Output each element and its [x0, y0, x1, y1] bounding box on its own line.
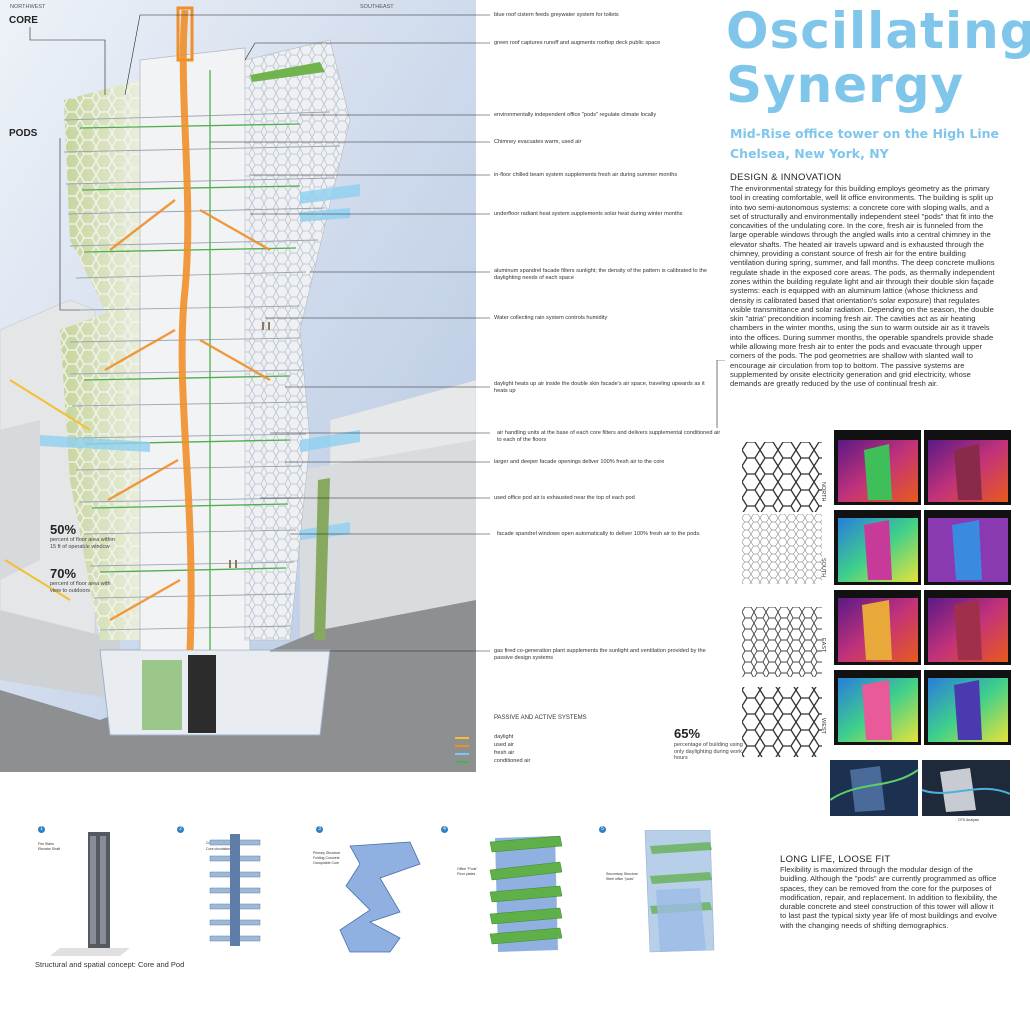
concept-5-label-a: Secondary Structure — [606, 872, 638, 876]
annotation-cogeneration: gas fired co-generation plant supplement… — [494, 648, 706, 661]
annotation-blue-roof: blue roof cistern feeds greywater system… — [494, 12, 619, 18]
concept-step-5: 5 — [599, 826, 606, 833]
legend-title: PASSIVE AND ACTIVE SYSTEMS — [494, 715, 587, 721]
stat-50-label: percent of floor area within 15 ft of op… — [50, 537, 115, 550]
concept-5-label-b: Steel office "pods" — [606, 877, 635, 881]
annotation-green-roof: green roof captures runoff and augments … — [494, 40, 661, 46]
annotation-double-skin: daylight heats up air inside the double … — [494, 381, 705, 394]
annotation-radiant-heat: underfloor radiant heat system supplemen… — [494, 211, 683, 217]
leader-lines — [29, 14, 490, 652]
annotation-spandrel: aluminum spandrel facade filters sunligh… — [494, 268, 707, 281]
design-heading: DESIGN & INNOVATION — [730, 172, 842, 183]
orientation-north: NORTH — [820, 482, 826, 502]
concept-step-4: 4 — [441, 826, 448, 833]
concept-step-1: 1 — [38, 826, 45, 833]
legend-swatch-used-air — [455, 745, 469, 747]
annotation-rain-system: Water collecting rain system controls hu… — [494, 315, 608, 321]
concept-4-label-b: Floor plates — [457, 872, 476, 876]
annotation-pods-climate: environmentally independent office "pods… — [494, 112, 657, 118]
title-line-2: Synergy — [726, 56, 965, 114]
concept-3-label-c: Occupiable Core — [313, 861, 340, 865]
concept-4-label-a: Office "Pods" — [457, 867, 478, 871]
legend-used-air: used air — [494, 742, 514, 748]
concept-step-3: 3 — [316, 826, 323, 833]
solar-analysis-renders — [834, 430, 1011, 745]
stat-65-value: 65% — [674, 726, 701, 741]
long-life-body: Flexibility is maximized through the mod… — [780, 865, 998, 930]
orientation-west: WEST — [820, 718, 826, 734]
annotation-air-handling: air handling units at the base of each c… — [497, 430, 721, 443]
core-label: CORE — [9, 15, 38, 26]
annotation-chimney: Chimney evacuates warm, used air — [494, 139, 582, 145]
orientation-east: EAST — [820, 638, 826, 653]
annotation-spandrel-windows: facade spandrel windows open automatical… — [497, 531, 701, 537]
southeast-label: SOUTHEAST — [360, 4, 394, 10]
legend-conditioned-air: conditioned air — [494, 758, 531, 764]
legend-fresh-air: fresh air — [494, 750, 515, 756]
cfd-caption: CFD Analysis — [958, 818, 980, 822]
design-body: The environmental strategy for this buil… — [730, 184, 995, 389]
pods-label: PODS — [9, 128, 38, 139]
concept-caption: Structural and spatial concept: Core and… — [35, 960, 185, 969]
annotation-chilled-beam: in-floor chilled beam system supplements… — [494, 172, 678, 178]
title-line-1: Oscillating — [726, 2, 1030, 60]
long-life-heading: LONG LIFE, LOOSE FIT — [780, 854, 891, 865]
subtitle-2: Chelsea, New York, NY — [730, 146, 889, 161]
stat-70-label: percent of floor area with view to outdo… — [50, 581, 111, 594]
subtitle-1: Mid-Rise office tower on the High Line — [730, 126, 1000, 141]
orientation-south: SOUTH — [820, 558, 826, 578]
design-leader — [716, 360, 725, 428]
section-render — [0, 0, 477, 772]
annotation-exhaust: used office pod air is exhausted near th… — [494, 495, 635, 501]
legend-swatch-daylight — [455, 737, 469, 739]
lattice-pattern-tiles — [742, 442, 822, 757]
legend-swatch-conditioned-air — [455, 761, 469, 763]
concept-3-label-b: Folding Concrete — [313, 856, 340, 860]
stat-65-label: percentage of building using only daylig… — [674, 742, 743, 761]
cfd-renders — [830, 760, 1010, 816]
concept-1-label-b: Elevator Shaft — [38, 847, 60, 851]
concept-3-label-a: Primary Structure — [313, 851, 341, 855]
concept-2-label-b: Core circulation — [206, 847, 231, 851]
tower-section-drawing — [0, 0, 477, 772]
stat-50-value: 50% — [50, 522, 77, 537]
concept-step-2: 2 — [177, 826, 184, 833]
core-pod-concept-diagrams — [50, 830, 715, 956]
legend-daylight: daylight — [494, 734, 514, 740]
concept-1-label-a: Fire Stairs — [38, 842, 54, 846]
legend-swatch-fresh-air — [455, 753, 469, 755]
stat-70-value: 70% — [50, 566, 77, 581]
northwest-label: NORTHWEST — [10, 4, 46, 10]
annotation-facade-openings: larger and deeper facade openings delive… — [494, 459, 665, 465]
